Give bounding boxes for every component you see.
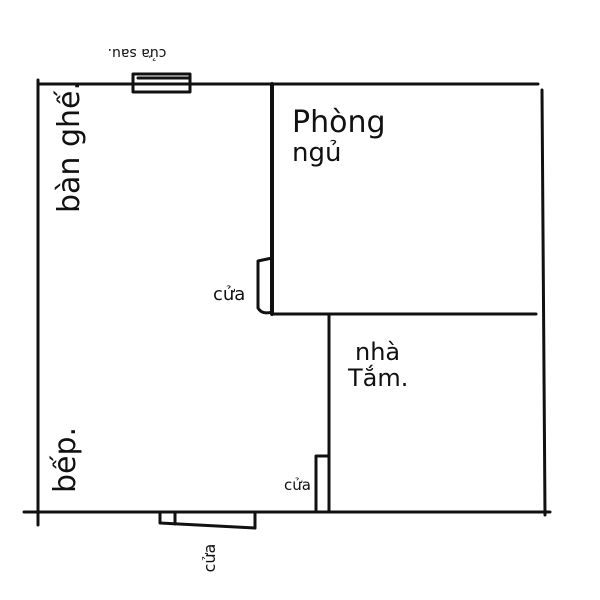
bathroom-door-symbol bbox=[314, 454, 331, 513]
bedroom-door-symbol bbox=[256, 256, 274, 315]
front-door-symbol bbox=[158, 512, 257, 530]
bathroom-label-line2: Tắm. bbox=[348, 364, 409, 392]
table-chair-label: bàn ghế. bbox=[52, 80, 87, 214]
front-door-label: cửa bbox=[200, 543, 219, 573]
back-door-symbol bbox=[131, 72, 192, 94]
back-door-label: cửa sau. bbox=[107, 45, 167, 61]
bathroom-label-line1: nhà bbox=[355, 338, 401, 366]
bedroom-door-label: cửa bbox=[213, 284, 246, 305]
kitchen-label: bếp. bbox=[48, 426, 83, 494]
bedroom-label-line2: ngủ bbox=[292, 138, 342, 168]
right-wall bbox=[540, 88, 547, 517]
bedroom-label-line1: Phòng bbox=[292, 105, 386, 140]
bathroom-door-label: cửa bbox=[284, 476, 311, 494]
